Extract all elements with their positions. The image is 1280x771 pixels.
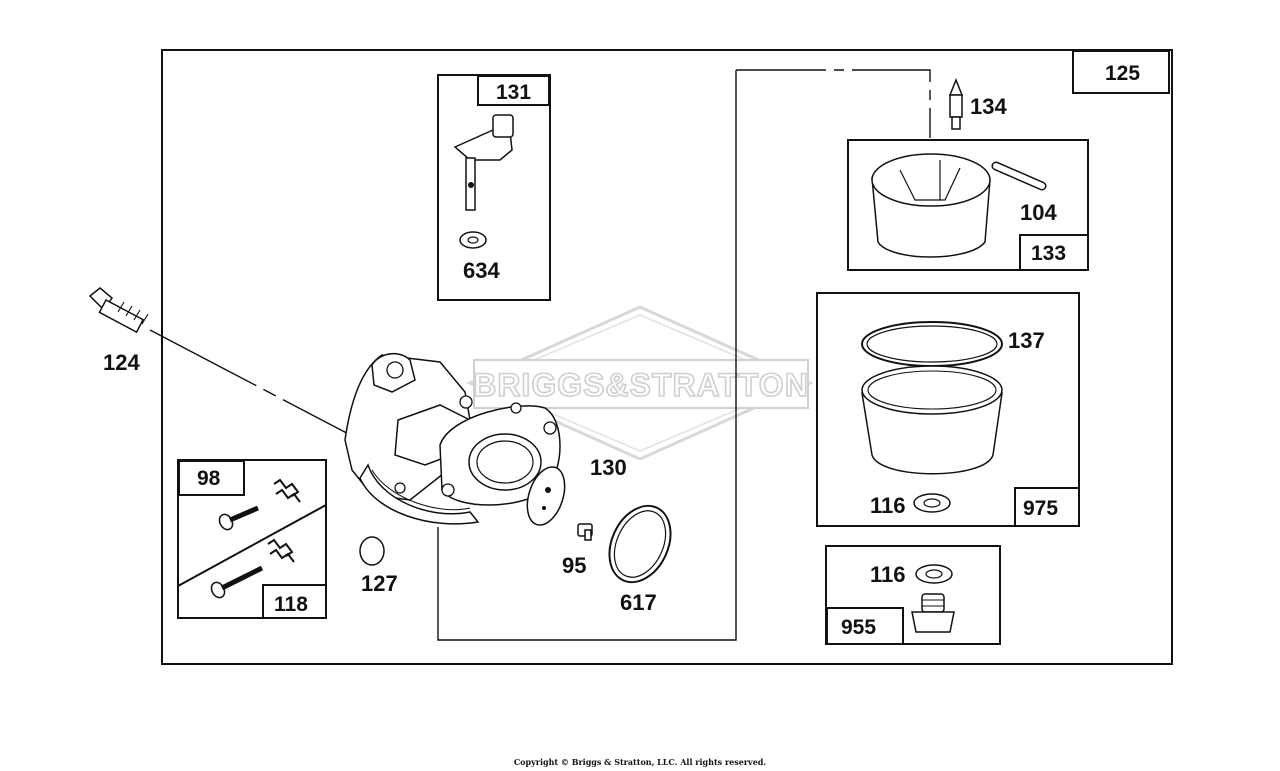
throttle-shaft-part — [453, 114, 514, 211]
callout-134: 134 — [970, 94, 1007, 119]
callout-975: 975 — [1023, 497, 1058, 520]
callout-617: 617 — [620, 590, 657, 615]
mixture-screw-118-part — [210, 538, 295, 599]
brand-watermark: BRIGGS&STRATTON — [466, 305, 814, 461]
copyright-notice: Copyright © Briggs & Stratton, LLC. All … — [513, 757, 767, 767]
assembly-125-outline — [437, 69, 931, 641]
bowl-plug-955-part — [911, 593, 955, 633]
callout-116-a: 116 — [870, 493, 906, 518]
float-133-part — [871, 153, 991, 258]
watermark-text: BRIGGS&STRATTON — [473, 367, 809, 403]
needle-134-part — [948, 77, 964, 130]
bowl-gasket-137-part — [861, 321, 1003, 367]
label-box-955 — [826, 607, 904, 645]
kit-box-955 — [825, 545, 1001, 645]
screw-124-part — [88, 287, 149, 334]
callout-95: 95 — [562, 553, 586, 578]
callout-127: 127 — [361, 571, 398, 596]
callout-104: 104 — [1020, 200, 1057, 225]
idle-screw-98-part — [218, 478, 301, 531]
carburetor-body-part — [344, 353, 561, 525]
screw-95-part — [577, 523, 593, 541]
callout-130: 130 — [590, 455, 627, 480]
label-box-118 — [262, 584, 327, 619]
label-box-975 — [1014, 487, 1080, 527]
callout-118: 118 — [274, 593, 308, 616]
pin-104-part — [991, 161, 1047, 191]
main-frame — [161, 49, 1173, 665]
label-box-125 — [1072, 50, 1170, 94]
plate-130-part — [526, 466, 566, 526]
label-box-133 — [1019, 234, 1089, 271]
callout-116-b: 116 — [870, 562, 906, 587]
gasket-617-part — [608, 504, 672, 584]
callout-98: 98 — [197, 467, 221, 490]
callout-133: 133 — [1031, 242, 1066, 265]
kit-box-975 — [816, 292, 1080, 527]
callout-137: 137 — [1008, 328, 1045, 353]
kit-divider — [177, 504, 327, 587]
float-bowl-part — [861, 365, 1003, 475]
callout-634: 634 — [463, 258, 500, 283]
callout-131: 131 — [496, 81, 531, 104]
welch-plug-127-part — [359, 536, 385, 566]
label-box-98 — [178, 460, 245, 496]
callout-125: 125 — [1105, 62, 1140, 85]
callout-124: 124 — [103, 350, 140, 375]
label-box-131 — [477, 75, 550, 106]
kit-box-133 — [847, 139, 1089, 271]
callout-955: 955 — [841, 616, 876, 639]
kit-box-98-118 — [177, 459, 327, 619]
